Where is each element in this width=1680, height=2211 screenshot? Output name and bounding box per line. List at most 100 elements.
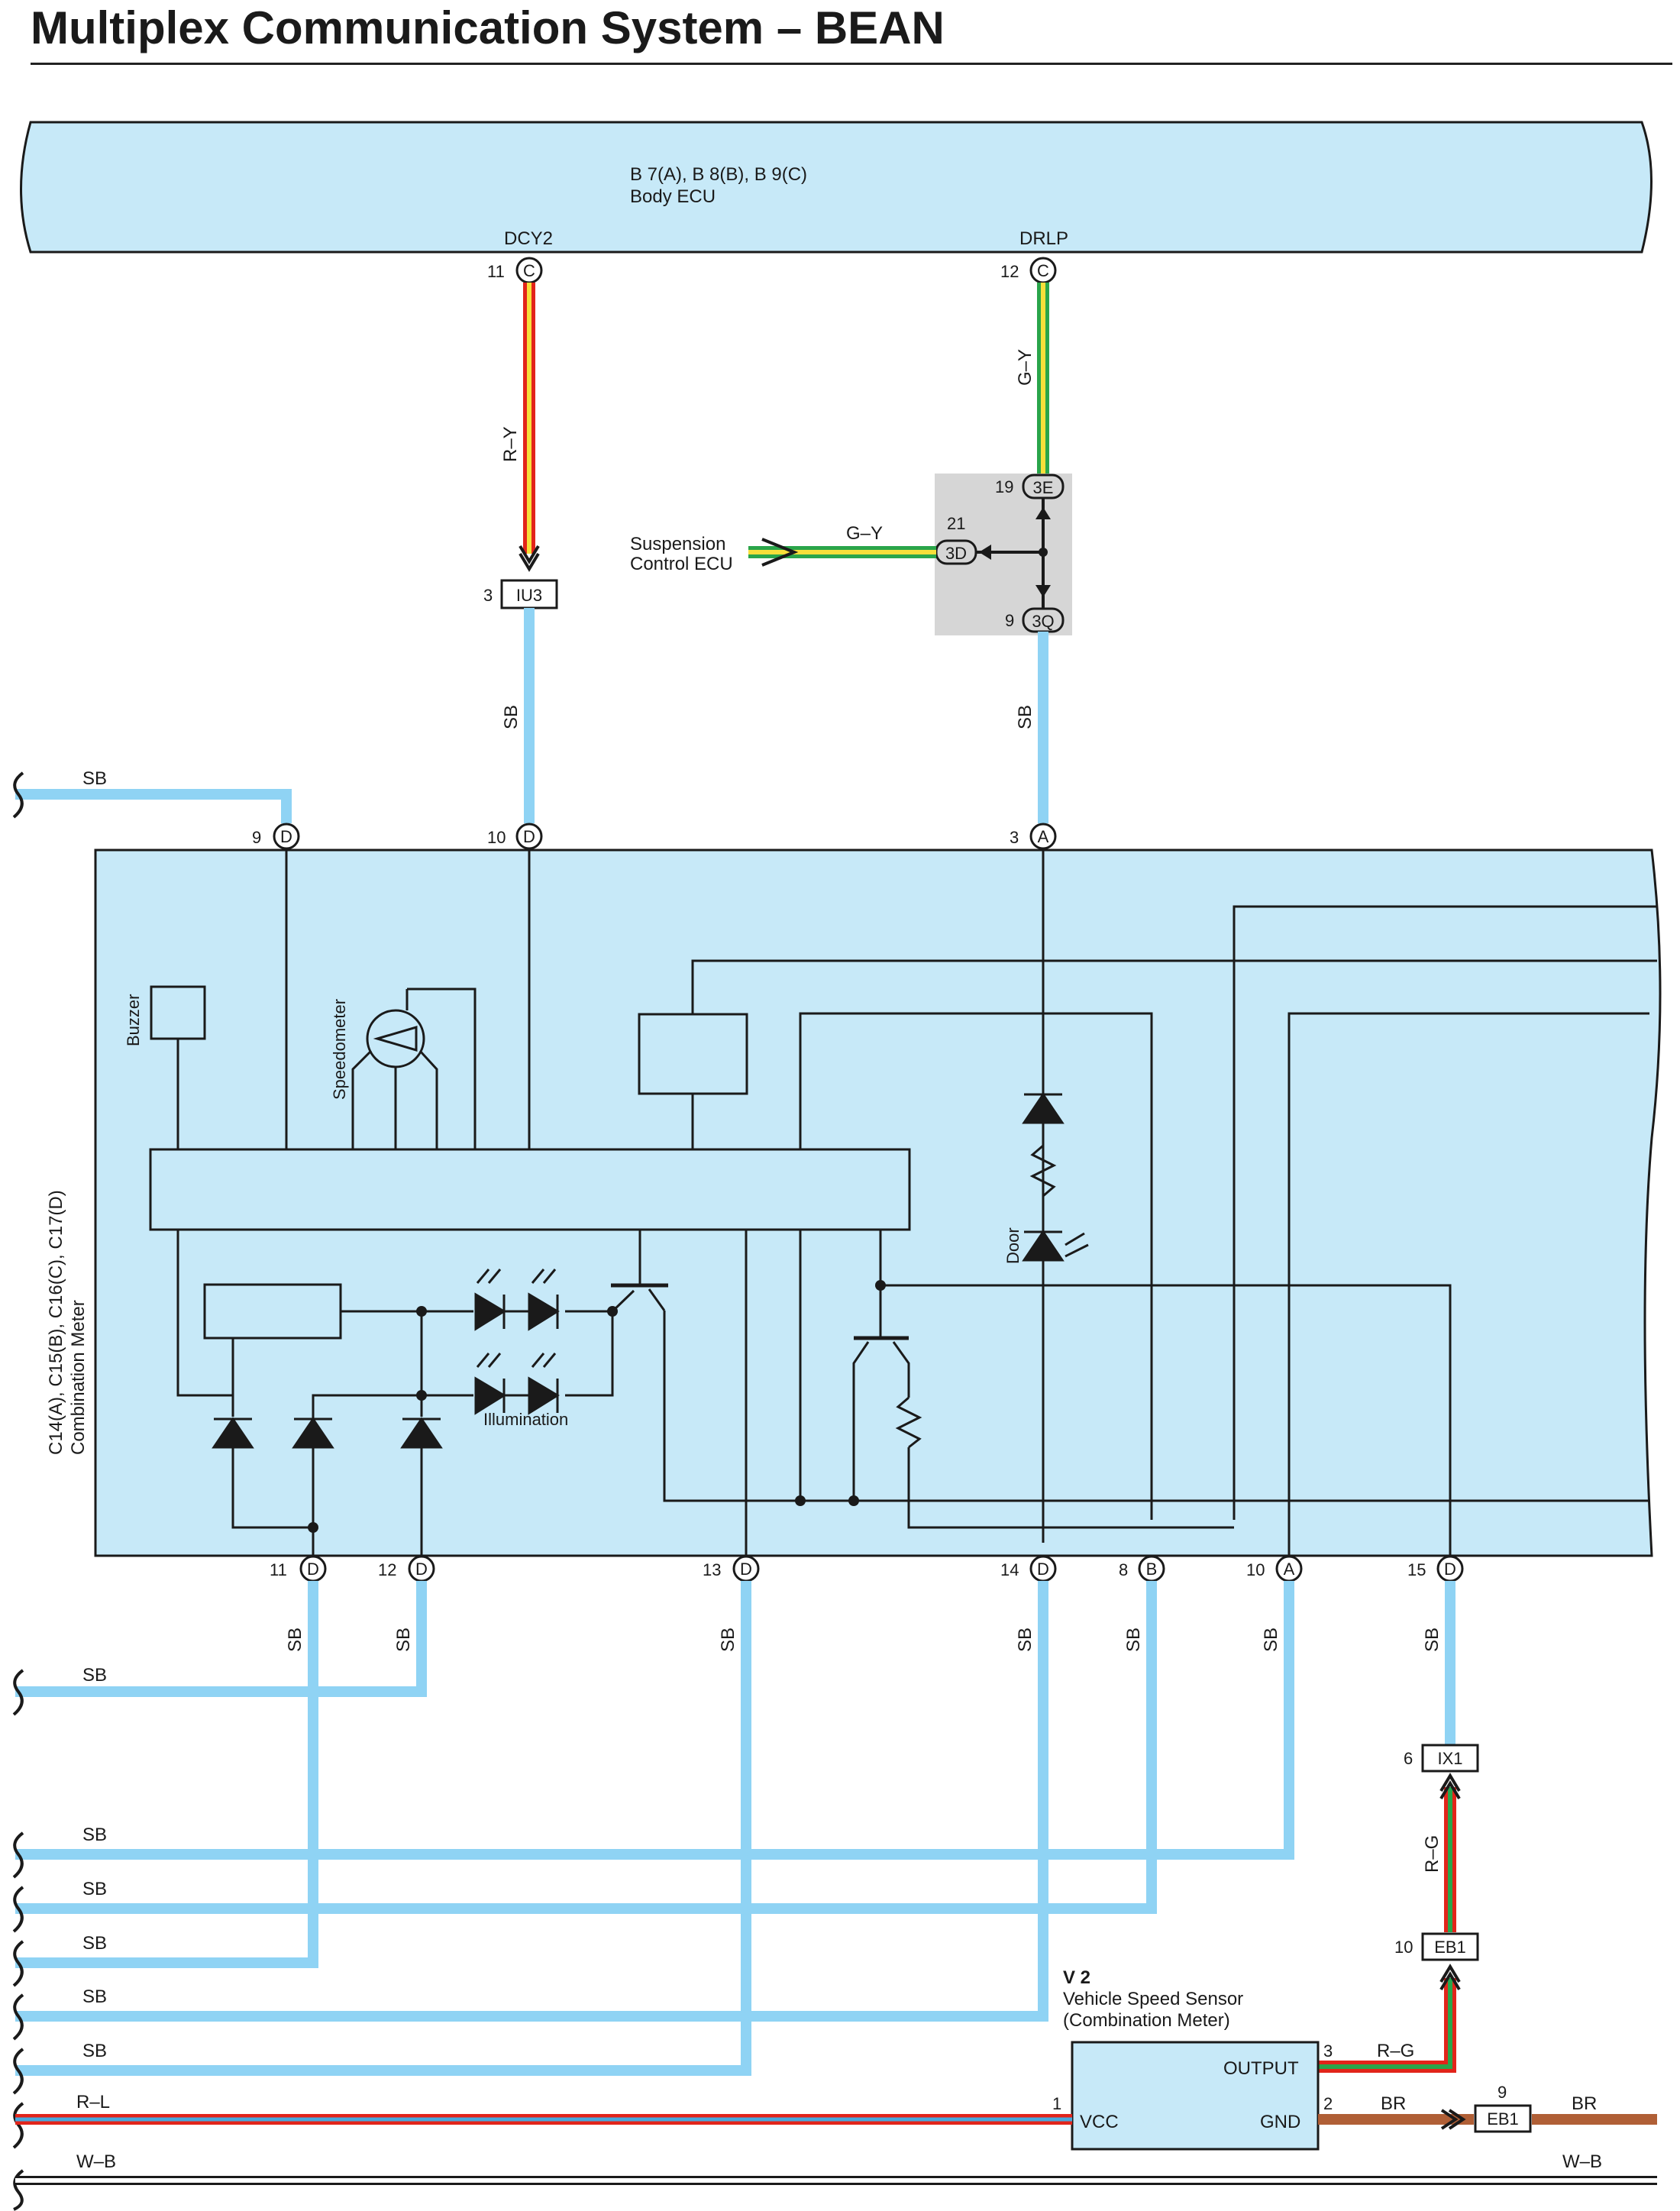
top-pin-3-conn: A: [1038, 827, 1049, 846]
sensor-output-label: OUTPUT: [1223, 2058, 1299, 2079]
svg-text:SB: SB: [82, 1933, 107, 1954]
wire-br: [1318, 2109, 1657, 2130]
sensor-name: Vehicle Speed Sensor: [1063, 1989, 1243, 2009]
junction-pin-19: 19: [995, 477, 1013, 496]
junction-3d-label: 3D: [945, 544, 967, 563]
svg-text:SB: SB: [82, 1825, 107, 1845]
wire-rg-sensor-label: R–G: [1377, 2041, 1414, 2061]
top-pin-9-conn: D: [280, 827, 292, 846]
svg-text:SB: SB: [82, 1986, 107, 2007]
meter-internal-circuit: [149, 849, 1657, 1569]
buzzer-label: Buzzer: [124, 994, 143, 1046]
wire-rg-vertical: [1439, 1773, 1461, 1932]
wire-br-label-1: BR: [1381, 2093, 1406, 2114]
eb1-top-name: EB1: [1434, 1938, 1466, 1957]
wire-gy-drlp-label: G–Y: [1015, 349, 1035, 386]
sensor-gnd-label: GND: [1260, 2112, 1300, 2132]
sensor-code: V 2: [1063, 1967, 1090, 1988]
svg-text:SB: SB: [718, 1628, 738, 1652]
body-ecu-name: Body ECU: [630, 186, 716, 207]
illumination-label: Illumination: [483, 1410, 568, 1429]
svg-text:SB: SB: [393, 1628, 414, 1652]
suspension-line2: Control ECU: [630, 554, 733, 574]
dcy2-label: DCY2: [504, 228, 553, 249]
junction-internal: [976, 498, 1051, 609]
bottom-pins: 11 D 12 D 13 D 14 D 8 B 10 A 15 D: [270, 1555, 1464, 1582]
wire-rl-label: R–L: [76, 2092, 110, 2112]
drlp-label: DRLP: [1019, 228, 1068, 249]
svg-text:15: 15: [1407, 1560, 1426, 1579]
meter-name: Combination Meter: [68, 1300, 89, 1455]
wire-wb-label-right: W–B: [1562, 2151, 1602, 2172]
iu3-pin: 3: [483, 586, 493, 605]
title-underline: [31, 63, 1672, 65]
junction-pin-9: 9: [1005, 611, 1014, 630]
svg-text:SB: SB: [1422, 1628, 1443, 1652]
eb1-bottom-pin: 9: [1497, 2083, 1507, 2102]
meter-code: C14(A), C15(B), C16(C), C17(D): [46, 1190, 66, 1455]
ecu-pin-12: 12: [1000, 262, 1019, 281]
wire-ry-label: R–Y: [500, 426, 521, 462]
svg-text:A: A: [1284, 1560, 1295, 1579]
page-title: Multiplex Communication System – BEAN: [31, 2, 945, 53]
iu3-name: IU3: [516, 586, 542, 605]
body-ecu-box: [20, 121, 1653, 254]
svg-text:SB: SB: [1261, 1628, 1281, 1652]
svg-text:SB: SB: [285, 1628, 305, 1652]
svg-text:SB: SB: [82, 1665, 107, 1686]
vehicle-speed-sensor-box: [1071, 2041, 1320, 2151]
wire-gy-suspension-label: G–Y: [846, 523, 883, 544]
suspension-line1: Suspension: [630, 534, 725, 554]
svg-text:8: 8: [1119, 1560, 1128, 1579]
ix1-pin: 6: [1404, 1749, 1413, 1768]
ix1-connector: [1421, 1744, 1479, 1773]
svg-text:13: 13: [703, 1560, 721, 1579]
sensor-pin-1: 1: [1052, 2094, 1061, 2113]
junction-dots: [308, 1280, 886, 1533]
ix1-name: IX1: [1437, 1749, 1462, 1768]
wire-gy-suspension: [748, 538, 936, 567]
svg-text:D: D: [415, 1560, 428, 1579]
top-pin-10-conn: D: [523, 827, 535, 846]
svg-text:SB: SB: [1123, 1628, 1144, 1652]
top-pin-3-num: 3: [1010, 828, 1019, 847]
svg-text:11: 11: [270, 1560, 287, 1579]
junction-pin-21: 21: [947, 514, 965, 533]
junction-3q-label: 3Q: [1032, 612, 1054, 631]
speedometer-label: Speedometer: [330, 999, 349, 1100]
svg-text:12: 12: [378, 1560, 396, 1579]
svg-text:SB: SB: [82, 1879, 107, 1899]
svg-text:10: 10: [1246, 1560, 1265, 1579]
wire-rg-vertical-label: R–G: [1422, 1835, 1443, 1873]
wire-ry: [519, 283, 540, 572]
iu3-connector: [500, 579, 558, 609]
ecu-pin-11: 11: [487, 262, 505, 281]
eb1-top-pin: 10: [1394, 1938, 1413, 1957]
sensor-sub: (Combination Meter): [1063, 2010, 1230, 2031]
svg-text:D: D: [307, 1560, 319, 1579]
ecu-connector-drlp-letter: C: [1037, 261, 1049, 280]
sb-wire-labels: SB SB SB SB SB SB SB SB SB SB SB SB SB: [82, 1628, 1443, 2061]
door-label: Door: [1003, 1227, 1023, 1264]
junction-3e-label: 3E: [1033, 478, 1054, 497]
wire-sb-iu3-label: SB: [501, 705, 522, 729]
sensor-pin-2: 2: [1323, 2094, 1333, 2113]
illumination-leds: [474, 1232, 1089, 1415]
sensor-vcc-label: VCC: [1080, 2112, 1119, 2132]
sb-wires-bottom: [15, 1581, 1455, 2076]
wire-break-marks: [12, 1669, 24, 2211]
wire-sb-3q-label: SB: [1015, 705, 1035, 729]
diodes: [212, 1092, 1065, 1449]
eb1-bottom-name: EB1: [1487, 2109, 1519, 2129]
svg-text:D: D: [1037, 1560, 1049, 1579]
wire-sb-left-pin9-label: SB: [82, 768, 107, 789]
svg-text:D: D: [1444, 1560, 1456, 1579]
eb1-bottom-connector: [1474, 2104, 1532, 2133]
wire-wb-label-left: W–B: [76, 2151, 116, 2172]
svg-text:D: D: [740, 1560, 752, 1579]
ecu-connector-dcy2-letter: C: [523, 261, 535, 280]
svg-text:14: 14: [1000, 1560, 1019, 1579]
wire-sb-left-pin9: [12, 771, 292, 823]
top-pin-10-num: 10: [487, 828, 506, 847]
